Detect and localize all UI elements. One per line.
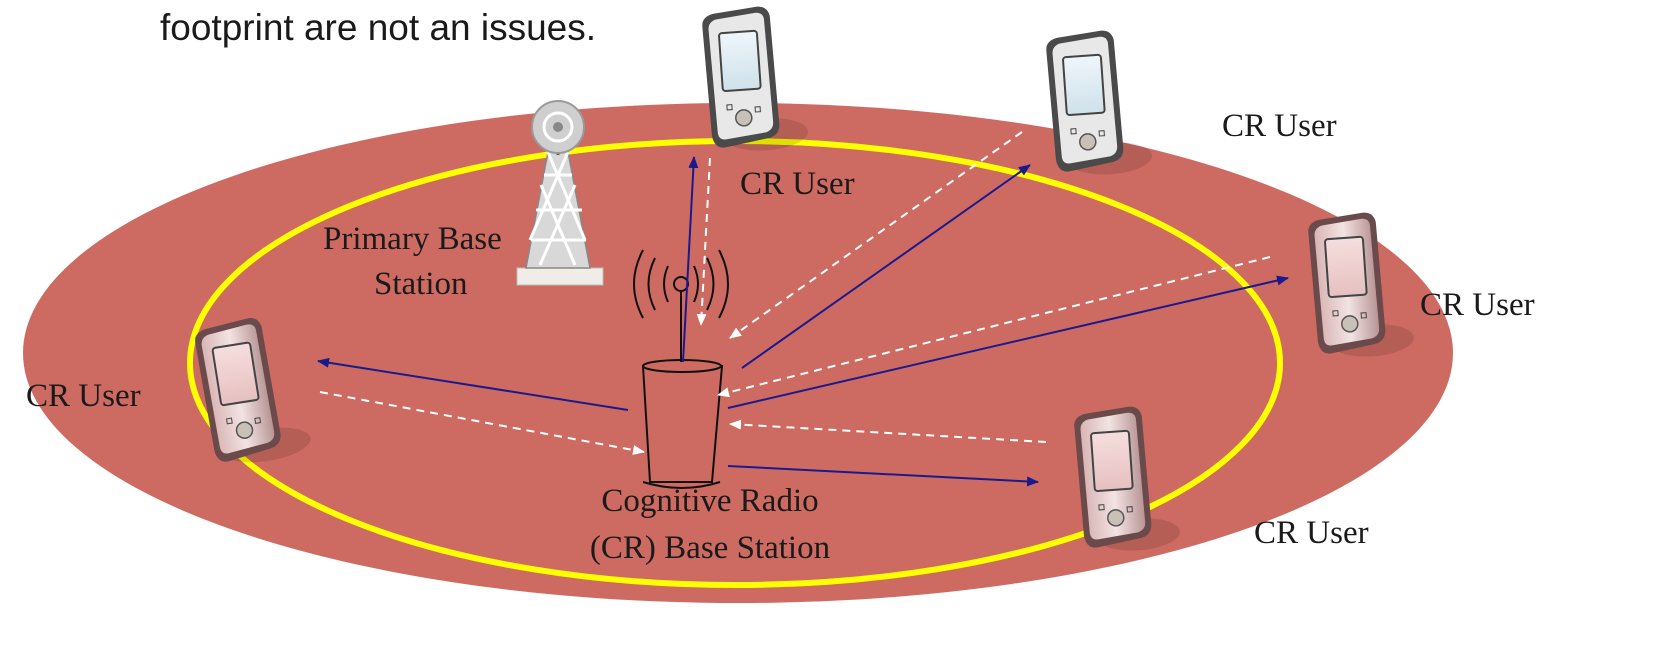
pda-device-icon xyxy=(1308,212,1414,357)
transmission-tower-icon xyxy=(516,100,604,286)
pda-device-icon xyxy=(1046,30,1152,175)
cr-base-station-label-line2: (CR) Base Station xyxy=(590,530,830,566)
downlink-arrows xyxy=(317,156,1289,487)
cr-user-label-top: CR User xyxy=(740,166,855,202)
cr-user-label-top-right: CR User xyxy=(1222,108,1337,144)
primary-base-station-label-line2: Station xyxy=(374,266,468,302)
downlink-arrow-top-right xyxy=(741,164,1031,369)
downlink-arrow-top xyxy=(682,156,699,363)
pda-device-icon xyxy=(702,6,808,151)
downlink-arrow-left xyxy=(317,357,629,411)
header-text: footprint are not an issues. xyxy=(160,7,596,48)
primary-base-station-label-line1: Primary Base xyxy=(323,221,502,257)
uplink-arrow-right xyxy=(717,256,1271,398)
cr-user-label-right: CR User xyxy=(1420,287,1535,323)
pda-device-icon xyxy=(1074,406,1180,551)
cr-base-station-label-line1: Cognitive Radio xyxy=(601,483,818,519)
downlink-arrow-right xyxy=(727,275,1289,409)
antenna-cone-icon xyxy=(633,249,729,489)
cr-user-label-left: CR User xyxy=(26,378,141,414)
uplink-arrows xyxy=(319,131,1271,455)
cr-user-label-bottom-right: CR User xyxy=(1254,515,1369,551)
uplink-arrow-bottom-right xyxy=(729,419,1047,443)
downlink-arrow-bottom-right xyxy=(727,465,1039,487)
uplink-arrow-top-right xyxy=(729,131,1023,339)
pda-device-icon xyxy=(195,318,311,463)
